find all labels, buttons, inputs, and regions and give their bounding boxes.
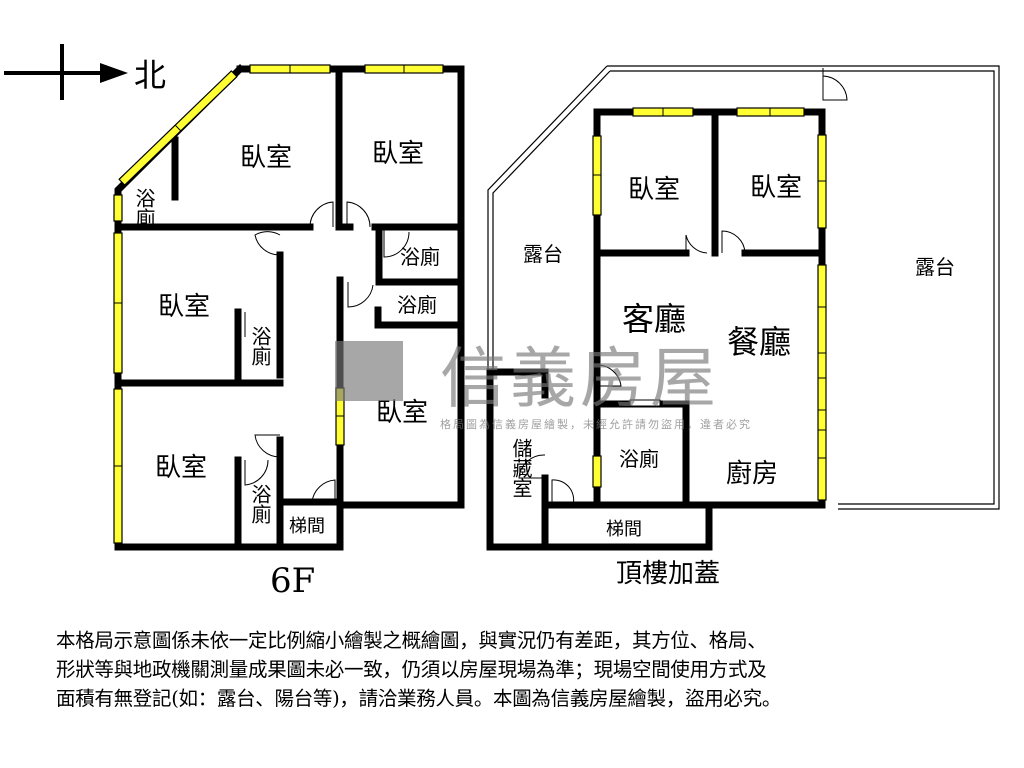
rooftop-walls — [486, 108, 826, 551]
disclaimer-line: 本格局示意圖係未依一定比例縮小繪製之概繪圖，與實況仍有差距，其方位、格局、 — [56, 629, 767, 652]
room-label: 露台 — [915, 255, 955, 279]
room-label: 浴廁 — [132, 188, 156, 229]
room-label: 儲藏室 — [509, 438, 533, 498]
room-label: 臥室 — [240, 143, 292, 173]
north-arrow-icon — [4, 44, 128, 100]
room-label: 臥室 — [155, 453, 207, 483]
floor-title: 頂樓加蓋 — [616, 559, 720, 589]
floor-title: 6F — [270, 561, 315, 601]
room-label: 浴廁 — [619, 447, 659, 471]
room-label: 餐廳 — [727, 323, 791, 361]
room-label: 臥室 — [372, 139, 424, 169]
floor-6f-labels: 臥室 臥室 臥室 臥室 臥室 浴廁 浴廁 浴廁 浴廁 浴廁 梯間 6F — [132, 139, 440, 601]
room-label: 臥室 — [628, 175, 680, 205]
room-label: 臥室 — [750, 173, 802, 203]
room-label: 露台 — [523, 242, 563, 266]
room-label: 臥室 — [376, 398, 428, 428]
room-label: 浴廁 — [397, 293, 437, 317]
rooftop-labels: 露台 露台 臥室 臥室 客廳 餐廳 浴廁 廚房 儲藏室 梯間 頂樓加蓋 — [509, 173, 955, 589]
room-label: 梯間 — [606, 519, 642, 540]
compass-label: 北 — [134, 56, 166, 94]
room-label: 浴廁 — [400, 245, 440, 269]
room-label: 客廳 — [622, 300, 686, 338]
watermark-notice: 格局圖為信義房屋繪製，未經允許請勿盜用，違者必究 — [440, 418, 752, 431]
room-label: 廚房 — [726, 459, 778, 489]
floor-6f-doors — [244, 201, 410, 503]
room-label: 浴廁 — [248, 484, 272, 525]
room-label: 梯間 — [289, 516, 325, 537]
disclaimer-line: 面積有無登記(如：露台、陽台等)，請洽業務人員。本圖為信義房屋繪製，盜用必究。 — [56, 687, 782, 710]
watermark-logo — [335, 341, 403, 401]
disclaimer: 本格局示意圖係未依一定比例縮小繪製之概繪圖，與實況仍有差距，其方位、格局、 形狀… — [56, 626, 1016, 713]
rooftop-doors — [518, 68, 848, 506]
rooftop-windows — [592, 107, 827, 501]
rooftop-terrace-outline — [487, 65, 1000, 510]
floor-6f-windows — [113, 64, 444, 544]
watermark-brand: 信義房屋 — [440, 340, 720, 417]
room-label: 浴廁 — [248, 326, 272, 367]
disclaimer-line: 形狀等與地政機關測量成果圖未必一致，仍須以房屋現場為準；現場空間使用方式及 — [56, 658, 767, 681]
room-label: 臥室 — [158, 292, 210, 322]
